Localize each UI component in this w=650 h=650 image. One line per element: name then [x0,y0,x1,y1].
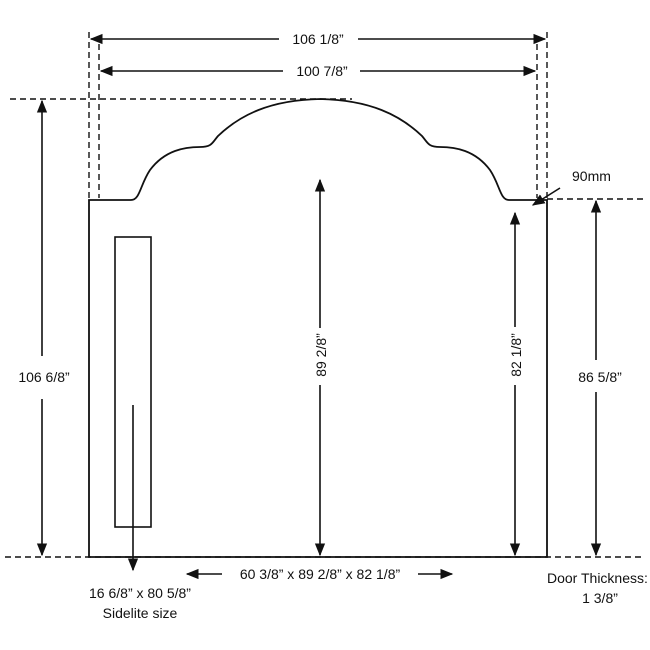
top-overall-width-label: 106 1/8” [292,31,344,47]
right-outer-height-label: 86 5/8” [578,369,622,385]
door-outline [88,98,548,558]
center-height-label: 89 2/8” [313,333,329,377]
door-thickness-label: Door Thickness: [547,570,648,586]
door-thickness-value: 1 3/8” [582,590,618,606]
right-inner-height-label: 82 1/8” [508,333,524,377]
corner-offset-label: 90mm [572,168,611,184]
left-height-label: 106 6/8” [18,369,70,385]
bottom-summary-label: 60 3/8” x 89 2/8” x 82 1/8” [240,566,401,582]
sidelite-size-label: 16 6/8” x 80 5/8” [89,585,191,601]
sidelite-size-caption: Sidelite size [103,605,178,621]
top-inner-width-label: 100 7/8” [296,63,348,79]
corner-offset-arrow [531,187,561,206]
